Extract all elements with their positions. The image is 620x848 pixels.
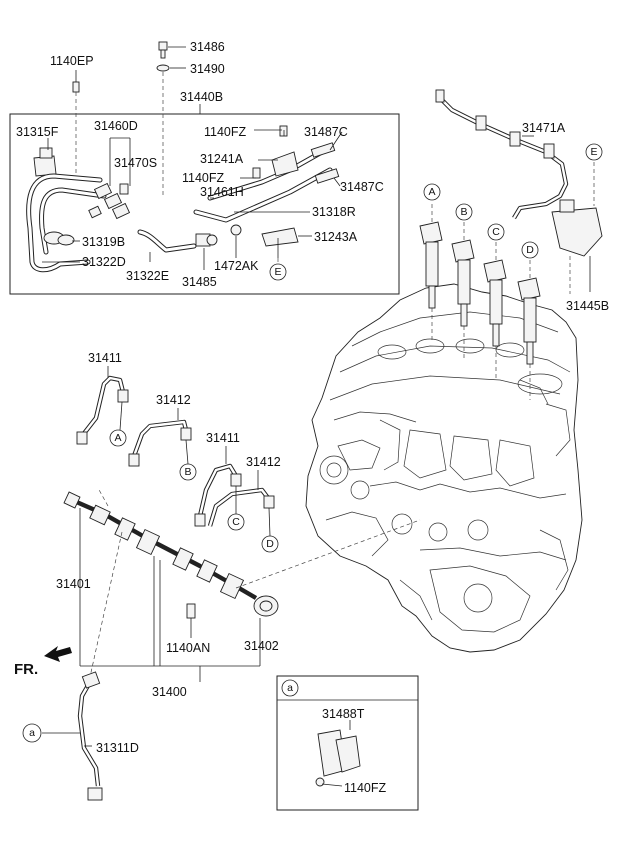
svg-text:C: C: [232, 516, 240, 528]
label-31460D: 31460D: [94, 119, 138, 133]
label-31319B: 31319B: [82, 235, 125, 249]
callout-c-pipe: C: [227, 486, 245, 531]
label-31400: 31400: [152, 685, 187, 699]
callout-d-pipe: D: [261, 507, 279, 553]
injector-d: [517, 260, 541, 400]
label-31322D: 31322D: [82, 255, 126, 269]
label-31412-a: 31412: [156, 393, 191, 407]
label-31402: 31402: [244, 639, 279, 653]
svg-text:A: A: [428, 186, 435, 198]
label-31401: 31401: [56, 577, 91, 591]
injectors: [419, 204, 541, 400]
callout-b-top: B: [455, 203, 473, 221]
fuel-pipe-31311d: [42, 671, 103, 801]
injector-b: [451, 222, 475, 360]
label-1472AK: 1472AK: [214, 259, 259, 273]
label-31411-b: 31411: [206, 431, 240, 445]
svg-text:C: C: [492, 226, 500, 238]
label-1140AN: 1140AN: [166, 641, 210, 655]
label-1140FZ-c: 1140FZ: [344, 781, 387, 795]
callout-c-top: C: [487, 223, 505, 241]
hose-assembly-parts: [26, 41, 343, 273]
label-31470S: 31470S: [114, 156, 157, 170]
label-31486: 31486: [190, 40, 225, 54]
label-31411-a: 31411: [88, 351, 122, 365]
callout-a-inset: a: [281, 679, 299, 697]
svg-text:A: A: [114, 432, 121, 444]
callout-a-left: a: [22, 723, 42, 743]
front-direction-marker: FR.: [14, 646, 72, 678]
svg-text:a: a: [287, 682, 293, 694]
injector-a: [419, 204, 443, 340]
label-1140FZ-a: 1140FZ: [204, 125, 247, 139]
svg-text:E: E: [274, 266, 281, 278]
label-31440B: 31440B: [180, 90, 223, 104]
svg-text:a: a: [29, 727, 35, 739]
svg-text:D: D: [266, 538, 274, 550]
callout-a-pipe: A: [109, 401, 127, 447]
label-31445B: 31445B: [566, 299, 609, 313]
label-31315F: 31315F: [16, 125, 59, 139]
label-31485: 31485: [182, 275, 217, 289]
svg-text:B: B: [184, 466, 191, 478]
label-31322E: 31322E: [126, 269, 169, 283]
hose-assembly-box: [9, 113, 400, 295]
label-1140FZ-b: 1140FZ: [182, 171, 225, 185]
label-31488T: 31488T: [322, 707, 365, 721]
svg-text:E: E: [590, 146, 597, 158]
common-rail: [63, 487, 421, 687]
label-31243A: 31243A: [314, 230, 358, 244]
callout-e-inner: E: [269, 263, 287, 281]
label-31487C-a: 31487C: [304, 125, 348, 139]
label-31412-b: 31412: [246, 455, 281, 469]
label-31487C-b: 31487C: [340, 180, 384, 194]
label-31318R: 31318R: [312, 205, 356, 219]
injector-c: [483, 242, 507, 380]
label-31241A: 31241A: [200, 152, 244, 166]
detail-a-inset: [276, 675, 419, 811]
callout-a-top: A: [423, 183, 441, 201]
front-label: FR.: [14, 661, 38, 678]
fuel-rail-upper: [435, 89, 603, 294]
label-31471A: 31471A: [522, 121, 566, 135]
label-31490: 31490: [190, 62, 225, 76]
high-pressure-pipes: [76, 366, 275, 527]
engine-block: [305, 283, 583, 653]
part-labels: 1140EP 31486 31490 31440B 31315F 31460D …: [16, 40, 609, 795]
svg-text:B: B: [460, 206, 467, 218]
reference-callouts: A B C D E E A B: [22, 143, 603, 743]
label-31311D: 31311D: [96, 741, 139, 755]
label-31461H: 31461H: [200, 185, 244, 199]
svg-text:D: D: [526, 244, 534, 256]
callout-b-pipe: B: [179, 439, 197, 481]
callout-e-top: E: [585, 143, 603, 161]
label-1140EP: 1140EP: [50, 54, 94, 68]
callout-d-top: D: [521, 241, 539, 259]
